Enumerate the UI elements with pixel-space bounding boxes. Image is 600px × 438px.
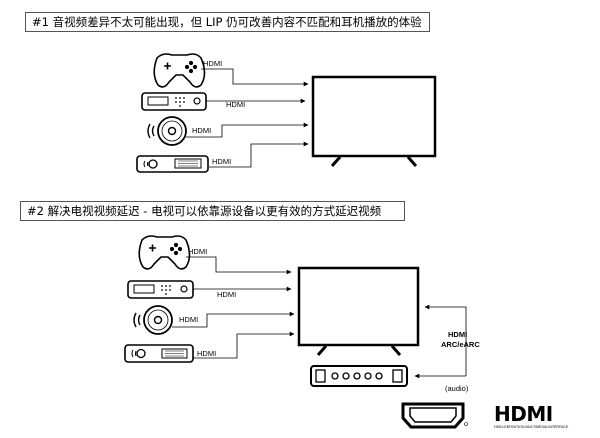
hdmi-label: HDMI	[197, 349, 216, 358]
av-receiver-icon	[136, 155, 209, 173]
hdmi-logo-text: HDMI	[494, 402, 553, 426]
game-controller-icon	[138, 235, 191, 270]
hdmi-connection	[186, 256, 292, 275]
diagram2-caption: #2 解决电视视频延迟 - 电视可以依靠源设备以更有效的方式延迟视频	[20, 201, 405, 221]
diagram1-caption: #1 音视频差异不太可能出现，但 LIP 仍可改善内容不匹配和耳机播放的体验	[25, 12, 430, 32]
hdmi-connector-icon	[401, 402, 468, 429]
hdmi-label: HDMI	[188, 247, 207, 256]
diagram1: HDMI HDMI HDMI	[136, 53, 437, 173]
hdmi-label: HDMI	[217, 290, 236, 299]
game-controller-icon	[153, 53, 206, 88]
av-receiver-icon	[124, 344, 194, 363]
hdmi-connection	[209, 141, 309, 168]
soundbar-icon	[310, 365, 408, 387]
hdmi-logo-tagline: HIGH-DEFINITION MULTIMEDIA INTERFACE	[494, 425, 569, 429]
disc-player-icon	[133, 305, 173, 335]
hdmi-connection	[172, 311, 295, 328]
hdmi-label: HDMI	[179, 315, 198, 324]
tv-icon	[297, 266, 420, 356]
hdmi-logo: HDMI HIGH-DEFINITION MULTIMEDIA INTERFAC…	[494, 402, 569, 429]
diagram2: HDMI HDMI HDMI	[124, 235, 480, 393]
hdmi-connection	[186, 122, 309, 138]
hdmi-label: HDMI	[203, 59, 222, 68]
arc-connection-to-tv	[424, 304, 467, 376]
set-top-box-icon	[141, 92, 207, 111]
arc-label-hdmi: HDMI	[448, 330, 467, 339]
hdmi-connection	[193, 331, 295, 359]
set-top-box-icon	[127, 280, 194, 299]
audio-label: (audio)	[445, 384, 469, 393]
hdmi-label: HDMI	[192, 126, 211, 135]
arc-label-earc: ARC/eARC	[441, 340, 480, 349]
tv-icon	[311, 75, 437, 167]
hdmi-label: HDMI	[226, 100, 245, 109]
hdmi-label: HDMI	[212, 157, 231, 166]
disc-player-icon	[147, 116, 187, 146]
hdmi-connection	[201, 68, 309, 87]
